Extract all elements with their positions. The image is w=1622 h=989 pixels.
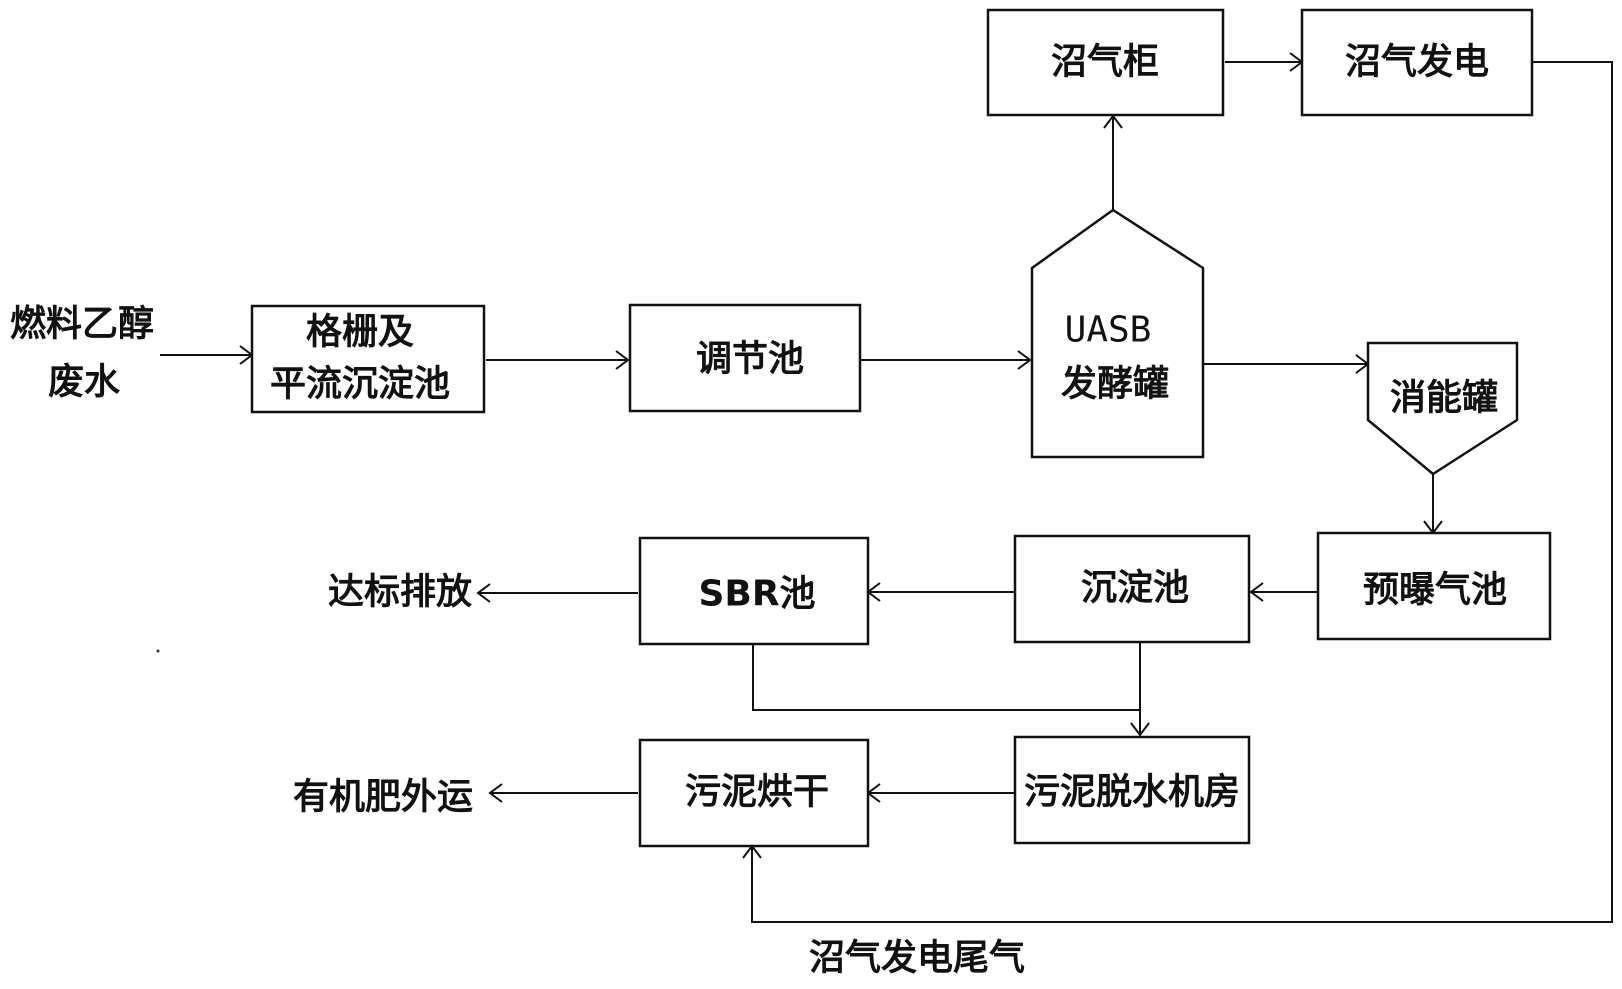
edge-grille-to-adjust	[486, 350, 630, 370]
label-fertilizer: 有机肥外运	[293, 777, 473, 818]
svg-text:UASB: UASB	[1065, 310, 1152, 351]
node-adjust-tank: 调节池	[628, 303, 862, 413]
edge-input-to-grille	[160, 345, 254, 365]
node-sbr-tank: SBR池	[638, 536, 870, 646]
edge-sbr-to-dewater	[752, 645, 1141, 735]
edge-uasb-to-energy	[1203, 354, 1370, 374]
edge-sbr-to-discharge	[476, 583, 638, 603]
edge-preaeration-to-settling	[1249, 582, 1318, 602]
svg-text:污泥脱水机房: 污泥脱水机房	[1024, 772, 1240, 813]
label-discharge: 达标排放	[328, 572, 472, 613]
node-biogas-holder: 沼气柜	[986, 8, 1225, 117]
svg-text:预曝气池: 预曝气池	[1363, 570, 1507, 611]
label-input-line2: 废水	[48, 362, 121, 403]
edge-settling-to-dewater	[1130, 642, 1150, 737]
label-input-line1: 燃料乙醇	[10, 304, 154, 345]
node-energy-tank: 消能罐	[1366, 341, 1519, 476]
label-exhaust: 沼气发电尾气	[809, 938, 1025, 979]
node-uasb-tank: UASB 发酵罐	[1030, 208, 1205, 459]
node-sludge-dewatering: 污泥脱水机房	[1013, 735, 1251, 845]
svg-text:沼气发电: 沼气发电	[1345, 42, 1489, 83]
node-pre-aeration: 预曝气池	[1316, 531, 1552, 641]
edge-adjust-to-uasb	[861, 350, 1032, 370]
edge-holder-to-power	[1225, 52, 1304, 72]
edge-dry-to-fertilizer	[488, 783, 638, 803]
node-grille-sedimentation: 格栅及 平流沉淀池	[250, 304, 486, 414]
svg-text:沼气柜: 沼气柜	[1051, 42, 1159, 83]
node-sludge-drying: 污泥烘干	[638, 738, 870, 848]
edge-energy-to-preaeration	[1423, 474, 1443, 535]
svg-text:SBR池: SBR池	[698, 574, 815, 615]
svg-text:格栅及: 格栅及	[306, 312, 414, 353]
svg-text:发酵罐: 发酵罐	[1061, 364, 1169, 405]
svg-text:沉淀池: 沉淀池	[1081, 568, 1189, 609]
svg-text:污泥烘干: 污泥烘干	[685, 772, 829, 813]
edge-settling-to-sbr	[866, 582, 1015, 602]
node-settling-tank: 沉淀池	[1013, 534, 1251, 644]
edge-dewater-to-dry	[866, 783, 1015, 803]
svg-text:调节池: 调节池	[696, 339, 804, 380]
svg-text:消能罐: 消能罐	[1390, 378, 1498, 419]
edge-uasb-to-holder	[1103, 114, 1123, 210]
svg-text:平流沉淀池: 平流沉淀池	[270, 364, 450, 405]
stray-dot	[156, 649, 160, 653]
node-biogas-power: 沼气发电	[1300, 8, 1534, 117]
